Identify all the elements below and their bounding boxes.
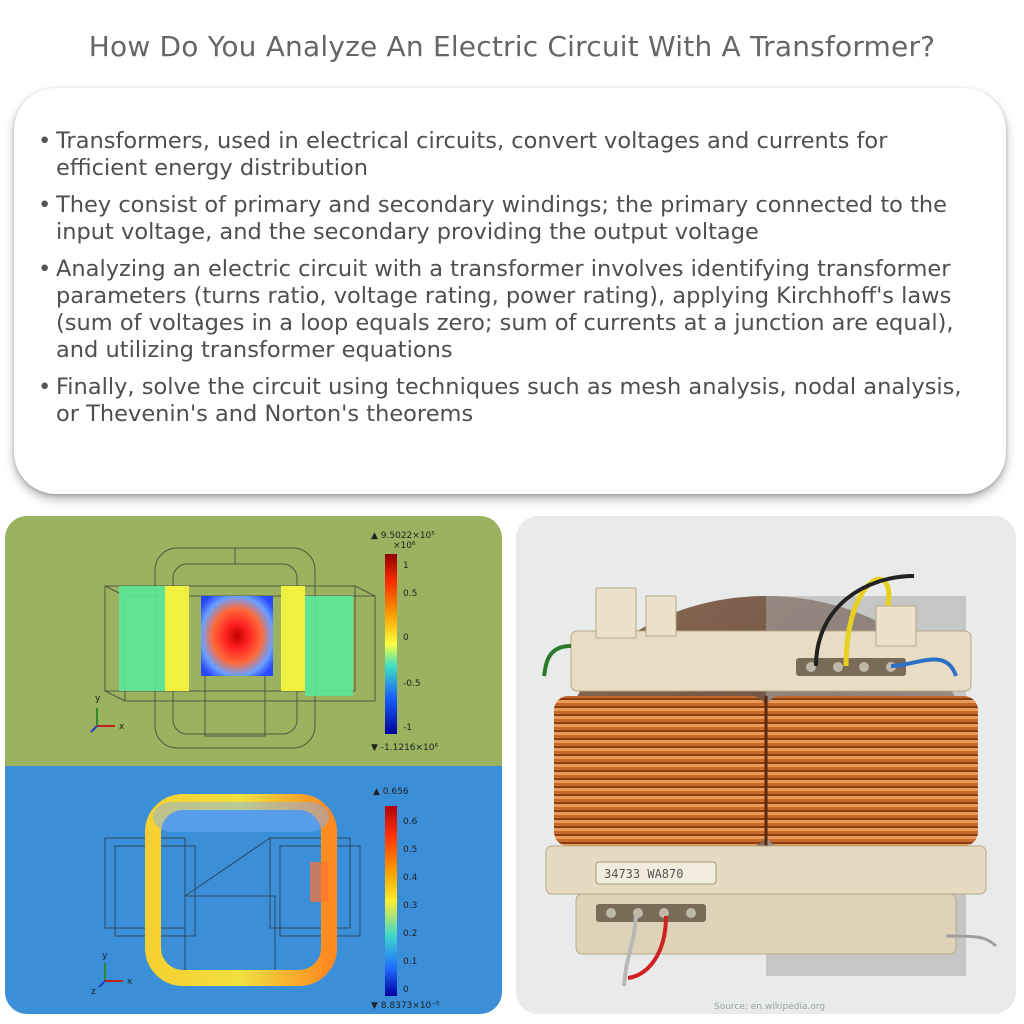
colorbar-tick: 0.5 (403, 589, 417, 599)
axis-z-label: z (91, 987, 96, 997)
bullet-item: Transformers, used in electrical circuit… (38, 128, 978, 182)
colorbar-tick: 1 (403, 561, 409, 571)
colorbar-tick: 0.5 (403, 845, 417, 855)
colorbar (385, 806, 397, 996)
colorbar-scale-label: ×10⁶ (393, 541, 416, 551)
axis-y-label: y (102, 951, 108, 961)
colorbar-tick: 0 (403, 633, 409, 643)
colorbar-max-label: ▲ 9.5022×10⁵ (371, 531, 435, 541)
colorbar-tick: 0.3 (403, 901, 417, 911)
colorbar-min-label: ▼ -1.1216×10⁶ (371, 743, 439, 753)
colorbar-tick: 0.2 (403, 929, 417, 939)
colorbar-tick: -0.5 (403, 679, 421, 689)
colorbar-max-label: ▲ 0.656 (373, 787, 409, 797)
transformer-photo-panel: 34733 WA870 Source: en.wikipedia.org (516, 516, 1016, 1014)
secondary-coil (766, 696, 978, 846)
colorbar-tick: 0.1 (403, 957, 417, 967)
transformer-photo: 34733 WA870 (542, 574, 998, 987)
simulation-panel: y x ▲ 9.5022×10⁵ ×10⁶ 1 0.5 0 -0.5 -1 ▼ … (5, 516, 502, 1014)
axis-x-label: x (119, 722, 125, 732)
bullet-item: They consist of primary and secondary wi… (38, 192, 978, 246)
simulation-image: y x ▲ 9.5022×10⁵ ×10⁶ 1 0.5 0 -0.5 -1 ▼ … (5, 516, 502, 1014)
page-title: How Do You Analyze An Electric Circuit W… (88, 30, 936, 63)
transformer-label: 34733 WA870 (604, 867, 683, 881)
colorbar (385, 554, 397, 734)
colorbar-min-label: ▼ 8.8373×10⁻⁵ (371, 1001, 440, 1011)
axis-y-label: y (95, 694, 101, 704)
bullet-list: Transformers, used in electrical circuit… (38, 128, 978, 438)
axis-x-label: x (127, 977, 133, 987)
photo-source-caption: Source: en.wikipedia.org (714, 1002, 826, 1012)
colorbar-tick: -1 (403, 723, 412, 733)
colorbar-tick: 0.4 (403, 873, 418, 883)
bullet-item: Analyzing an electric circuit with a tra… (38, 256, 978, 364)
colorbar-tick: 0.6 (403, 817, 418, 827)
colorbar-tick: 0 (403, 985, 409, 995)
bullet-item: Finally, solve the circuit using techniq… (38, 374, 978, 428)
primary-coil (554, 696, 766, 846)
